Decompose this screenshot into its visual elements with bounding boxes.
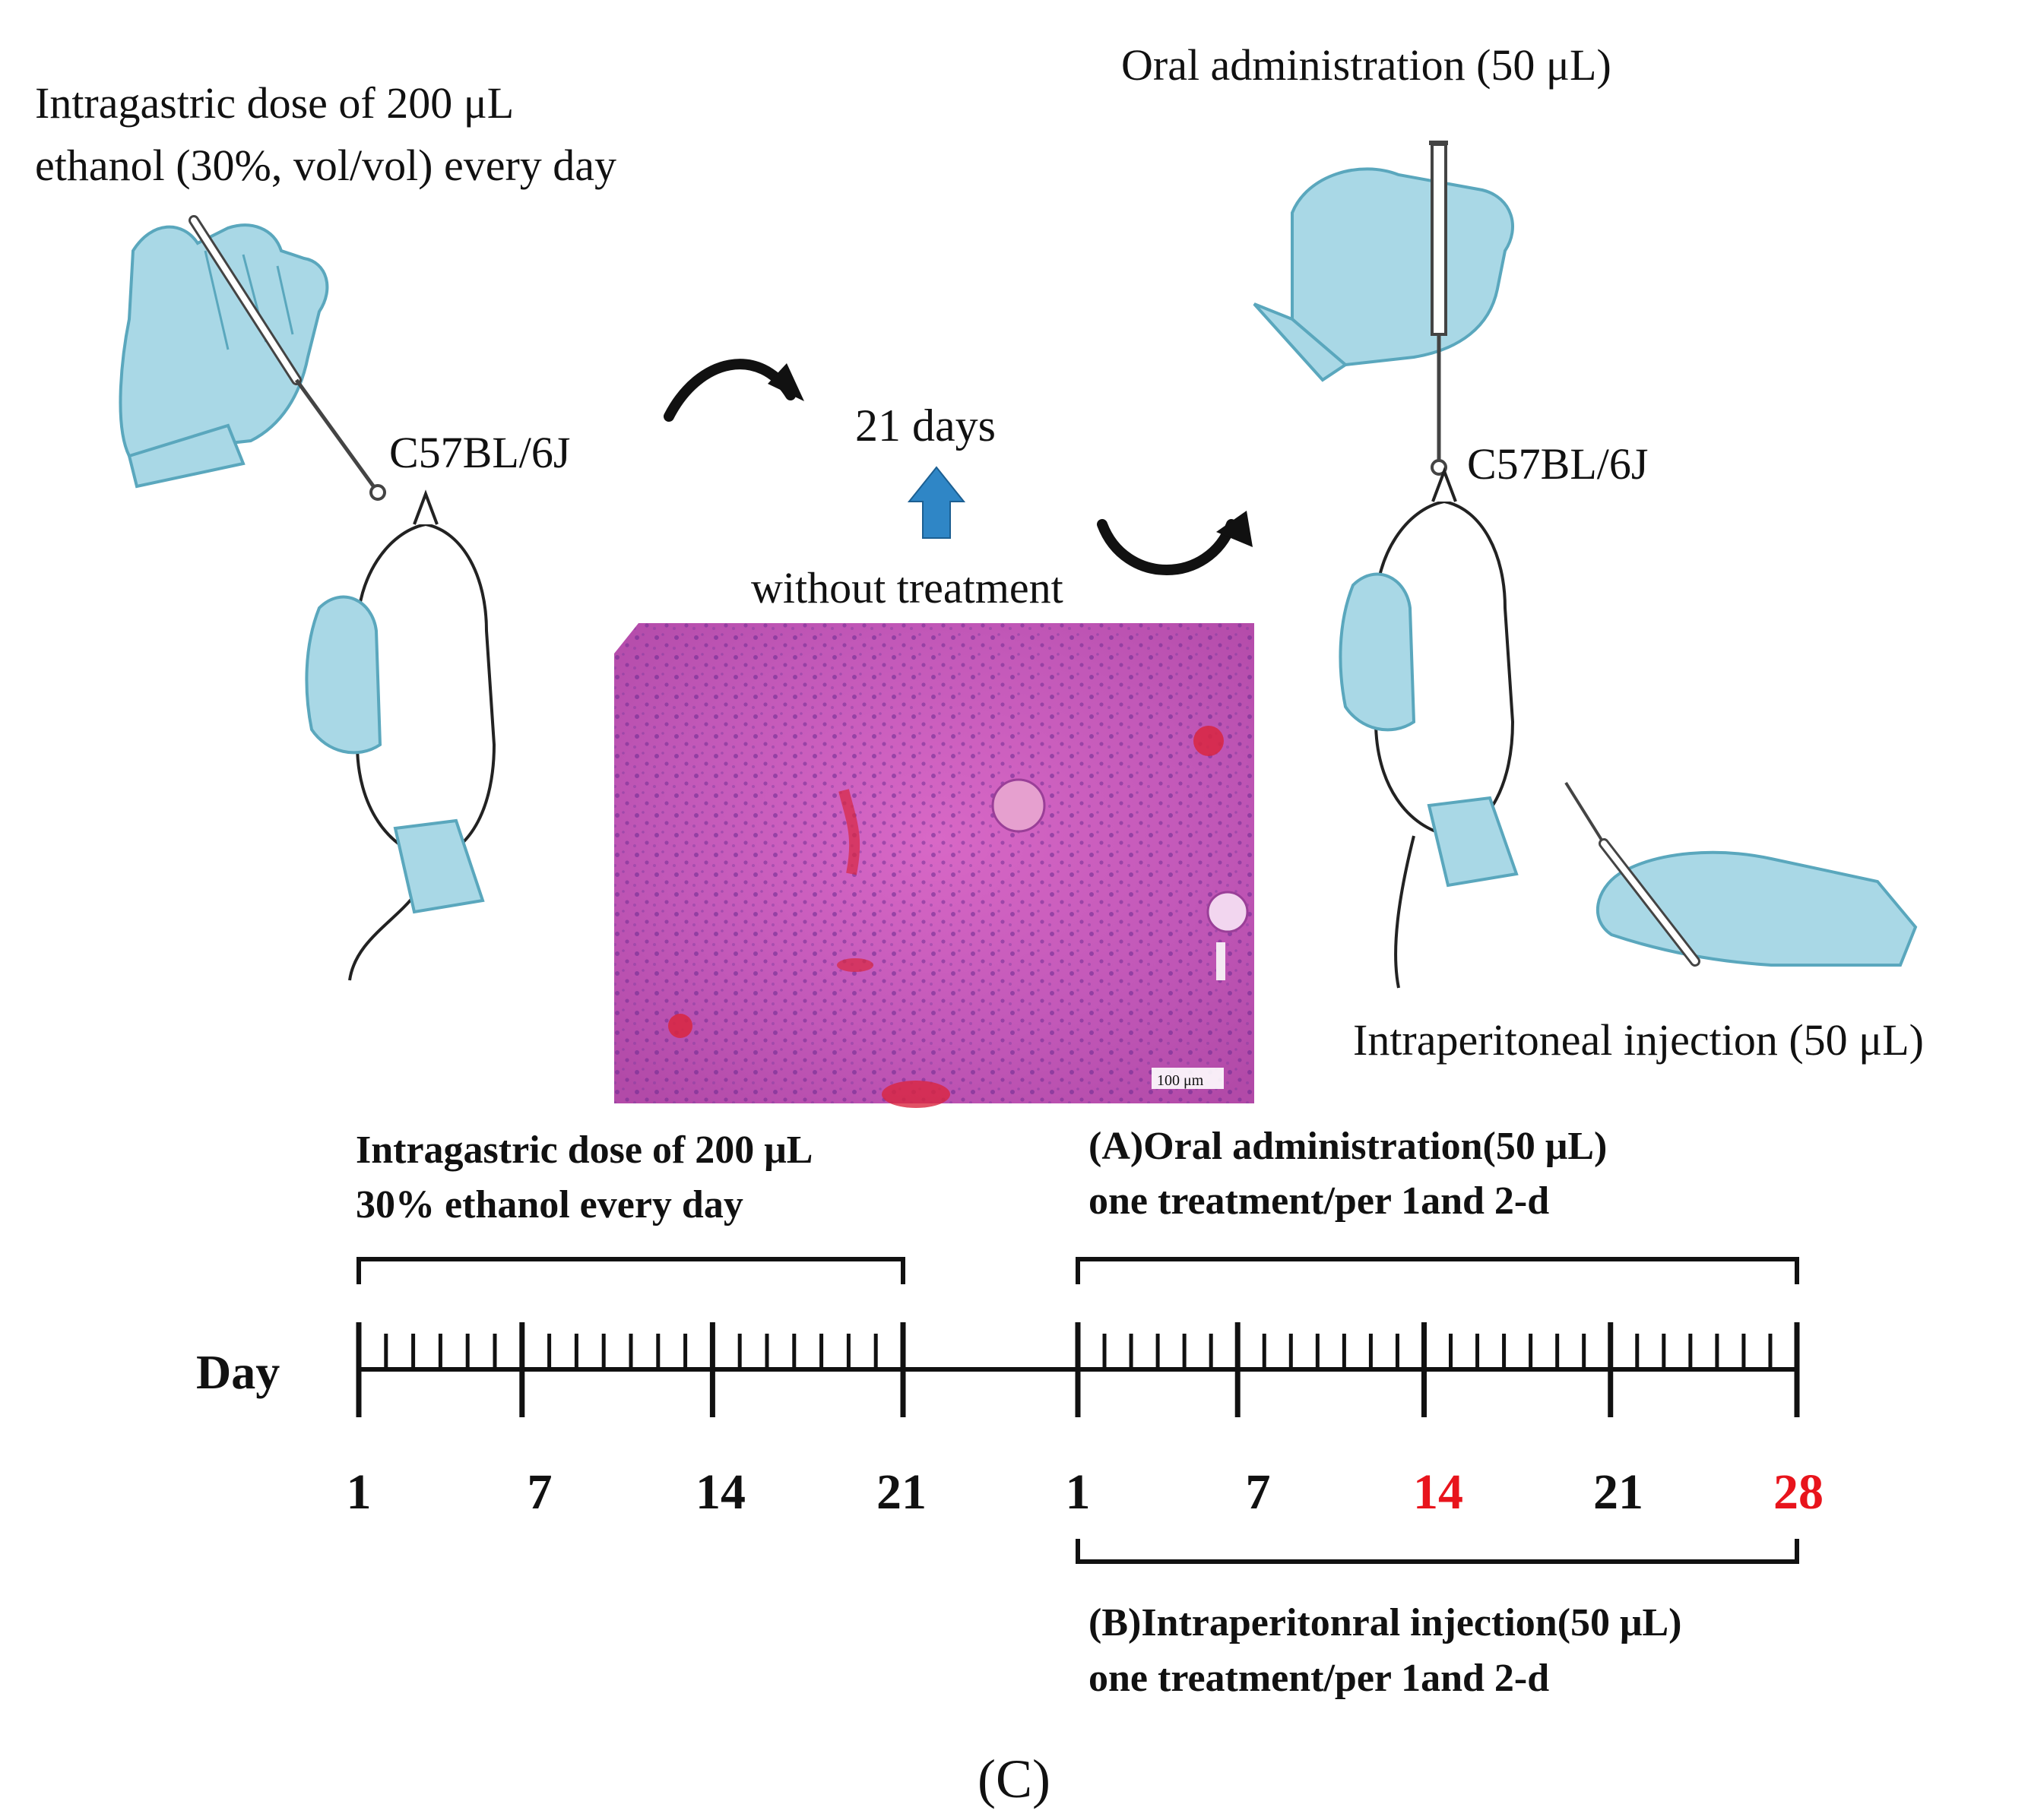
tick-label-left-21: 21 [876, 1464, 927, 1520]
timeline-left-label-line1: Intragastric dose of 200 μL [356, 1128, 813, 1172]
days-label: 21 days [855, 400, 996, 451]
mouse-right [1374, 467, 1515, 989]
ip-injection-glove [1596, 850, 1918, 967]
tick-label-left-7: 7 [528, 1464, 553, 1520]
tick-label-right-14: 14 [1413, 1464, 1463, 1520]
scale-bar-label: 100 μm [1157, 1072, 1204, 1089]
oral-admin-label: Oral administration (50 μL) [1121, 40, 1611, 90]
tick-labels-right: 1 7 14 21 28 [1066, 1464, 1824, 1520]
tick-label-right-21: 21 [1593, 1464, 1643, 1520]
tick-label-right-28: 28 [1773, 1464, 1824, 1520]
oral-glove-illustration [1253, 167, 1514, 382]
glove-holding-mouse-right [1339, 572, 1519, 888]
ticks-left-phase [356, 1322, 906, 1417]
panel-label: (C) [978, 1749, 1050, 1809]
gavage-glove-illustration [119, 223, 329, 489]
bracket-b-phase [1076, 1539, 1799, 1564]
bracket-a-phase [1076, 1257, 1799, 1284]
timeline-b-label-line2: one treatment/per 1and 2-d [1088, 1657, 1549, 1700]
timeline-a-label-line2: one treatment/per 1and 2-d [1088, 1179, 1549, 1223]
day-axis-label: Day [196, 1345, 280, 1399]
strain-label-right: C57BL/6J [1467, 439, 1649, 489]
ip-syringe [1564, 781, 1700, 967]
mouse-left [348, 489, 496, 981]
curved-arrow-top [664, 359, 804, 422]
tick-label-right-7: 7 [1246, 1464, 1271, 1520]
tick-label-left-14: 14 [696, 1464, 746, 1520]
ticks-right-phase [1075, 1322, 1800, 1417]
oral-syringe [1429, 141, 1448, 476]
tick-label-right-1: 1 [1066, 1464, 1091, 1520]
liver-histology-image: 100 μm [614, 623, 1254, 1108]
bracket-left-phase [356, 1257, 905, 1284]
timeline-left-label-line2: 30% ethanol every day [356, 1183, 743, 1227]
ip-injection-label: Intraperitoneal injection (50 μL) [1353, 1015, 1924, 1065]
without-treatment-label: without treatment [751, 563, 1063, 612]
tick-label-left-1: 1 [347, 1464, 372, 1520]
timeline-a-label-line1: (A)Oral administration(50 μL) [1088, 1125, 1607, 1168]
timeline-b-label-line1: (B)Intraperitonral injection(50 μL) [1088, 1601, 1681, 1644]
tick-labels-left: 1 7 14 21 [347, 1464, 927, 1520]
glove-holding-mouse-left [305, 595, 485, 914]
up-arrow-blue [907, 466, 966, 539]
strain-label-left: C57BL/6J [389, 428, 571, 477]
curved-arrow-bottom [1097, 511, 1253, 575]
intragastric-label-line2: ethanol (30%, vol/vol) every day [35, 141, 616, 190]
intragastric-label-line1: Intragastric dose of 200 μL [35, 78, 514, 128]
gavage-syringe [189, 215, 386, 501]
